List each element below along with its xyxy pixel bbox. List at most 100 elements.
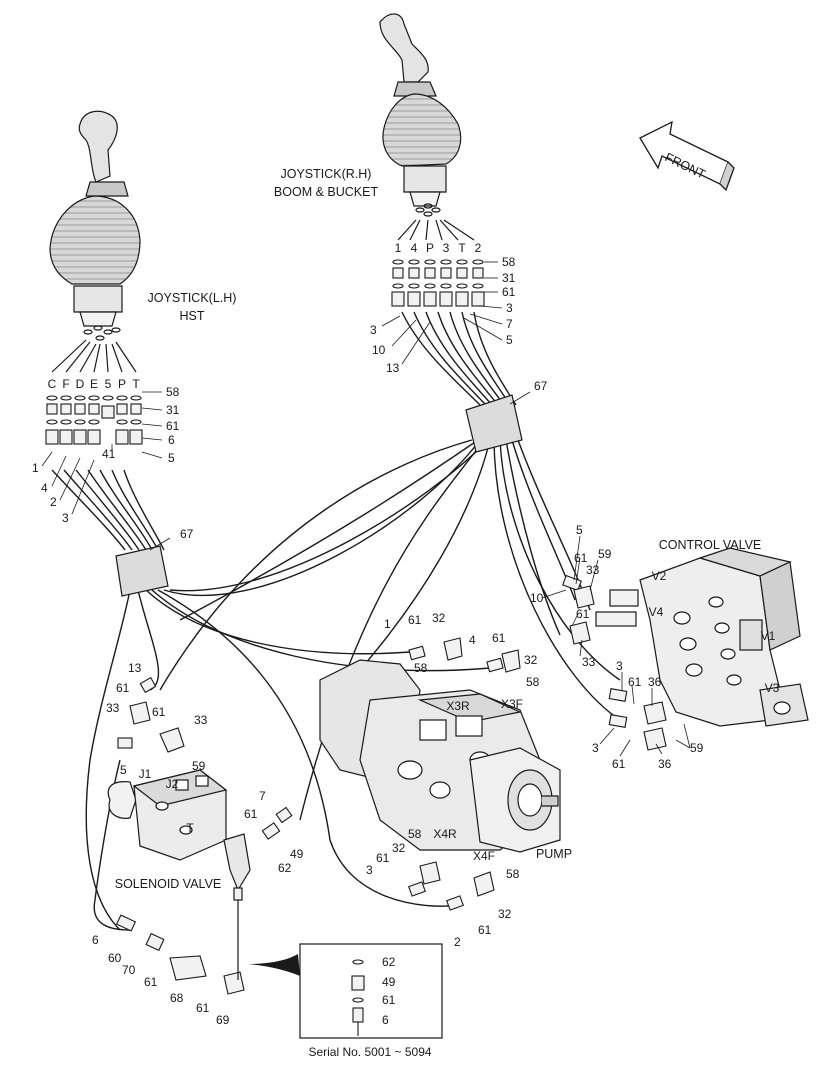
callout: 33 <box>586 563 600 577</box>
callout: 7 <box>506 317 513 331</box>
callout: 68 <box>170 991 184 1005</box>
joystick-lh-title-line2: HST <box>180 309 205 323</box>
callout: 31 <box>502 271 516 285</box>
rh-port-letter: 4 <box>411 241 418 255</box>
joystick-rh-title-line2: BOOM & BUCKET <box>274 185 379 199</box>
callout: 33 <box>106 701 120 715</box>
callout: 69 <box>216 1013 230 1027</box>
lh-port-letter: P <box>118 377 126 391</box>
callout: 61 <box>196 1001 210 1015</box>
port-v1: V1 <box>761 629 776 643</box>
callout: 67 <box>180 527 194 541</box>
callout: 59 <box>192 759 206 773</box>
port-v3: V3 <box>765 681 780 695</box>
callout: 59 <box>690 741 704 755</box>
joystick-right <box>379 13 475 241</box>
callout: 61 <box>492 631 506 645</box>
callout: 7 <box>259 789 266 803</box>
pump-body <box>319 659 561 853</box>
joystick-left <box>49 110 141 373</box>
callout: 49 <box>290 847 304 861</box>
callout: 61 <box>144 975 158 989</box>
callout: 5 <box>506 333 513 347</box>
rh-port-letter: 1 <box>395 241 402 255</box>
callout: 6 <box>382 1013 389 1027</box>
front-arrow <box>639 120 735 192</box>
callout: 41 <box>102 447 116 461</box>
callout: 31 <box>166 403 180 417</box>
callout: 61 <box>152 705 166 719</box>
callout: 3 <box>506 301 513 315</box>
callout: 32 <box>498 907 512 921</box>
callout: 10 <box>372 343 386 357</box>
callout: 58 <box>414 661 428 675</box>
joystick-left-fittings <box>45 395 143 445</box>
callout: 3 <box>616 659 623 673</box>
callout: 3 <box>592 741 599 755</box>
joystick-rh-title-line1: JOYSTICK(R.H) <box>281 167 372 181</box>
callout: 67 <box>534 379 548 393</box>
lh-port-letter: T <box>132 377 140 391</box>
callout: 61 <box>376 851 390 865</box>
callout: 2 <box>454 935 461 949</box>
leader-lines <box>41 261 691 757</box>
callout: 4 <box>41 481 48 495</box>
rh-port-letter: 2 <box>475 241 482 255</box>
rh-port-letters: 1 4 P 3 T 2 <box>395 241 482 255</box>
port-labels: X3R X3F X4R X4F V1 V2 V3 V4 J1 J2 T <box>139 569 780 863</box>
callout: 5 <box>168 451 175 465</box>
rh-port-letter: 3 <box>443 241 450 255</box>
misc-fittings <box>115 574 667 995</box>
serial-inset <box>248 943 443 1039</box>
callout: 61 <box>116 681 130 695</box>
callout: 49 <box>382 975 396 989</box>
joystick-lh-title-line1: JOYSTICK(L.H) <box>148 291 237 305</box>
callout: 10 <box>530 591 544 605</box>
port-v4: V4 <box>649 605 664 619</box>
callout: 3 <box>62 511 69 525</box>
lh-port-letter: C <box>48 377 57 391</box>
callout: 36 <box>658 757 672 771</box>
callout: 61 <box>382 993 396 1007</box>
port-t: T <box>186 821 194 835</box>
callout: 3 <box>366 863 373 877</box>
hose-band-right <box>465 394 523 453</box>
callout: 2 <box>50 495 57 509</box>
callout: 61 <box>574 551 588 565</box>
rh-port-letter: P <box>426 241 434 255</box>
port-j1: J1 <box>139 767 152 781</box>
callout: 61 <box>478 923 492 937</box>
callout: 61 <box>408 613 422 627</box>
serial-note: Serial No. 5001 ~ 5094 <box>308 1045 431 1059</box>
callout: 1 <box>384 617 391 631</box>
callout: 6 <box>92 933 99 947</box>
lh-port-letter: F <box>62 377 69 391</box>
callout: 58 <box>166 385 180 399</box>
callout: 13 <box>128 661 142 675</box>
lh-port-letters: C F D E 5 P T <box>48 377 141 391</box>
callout: 58 <box>408 827 422 841</box>
callout: 6 <box>168 433 175 447</box>
callout: 33 <box>194 713 208 727</box>
callout: 62 <box>382 955 396 969</box>
port-x3r: X3R <box>446 699 470 713</box>
callout: 58 <box>526 675 540 689</box>
callout: 32 <box>524 653 538 667</box>
lh-port-letter: D <box>76 377 85 391</box>
lh-port-letter: E <box>90 377 98 391</box>
callout: 1 <box>32 461 39 475</box>
lh-port-letter: 5 <box>105 377 112 391</box>
callout: 60 <box>108 951 122 965</box>
callout: 32 <box>432 611 446 625</box>
joystick-right-fittings <box>391 259 485 307</box>
title-labels: JOYSTICK(R.H) BOOM & BUCKET JOYSTICK(L.H… <box>115 150 762 1059</box>
callout: 70 <box>122 963 136 977</box>
callout: 5 <box>576 523 583 537</box>
pump-title: PUMP <box>536 847 572 861</box>
callout: 61 <box>244 807 258 821</box>
callout: 59 <box>598 547 612 561</box>
callout: 61 <box>612 757 626 771</box>
port-x4f: X4F <box>473 849 495 863</box>
callout: 32 <box>392 841 406 855</box>
